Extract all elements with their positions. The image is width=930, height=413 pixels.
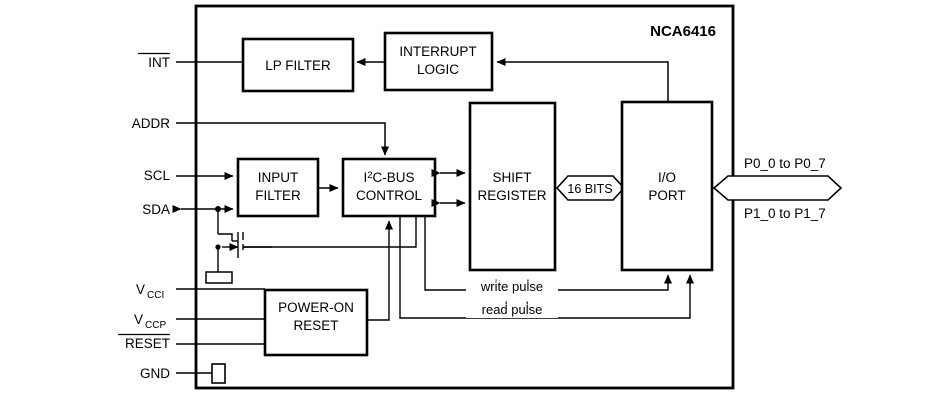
wire-ioport-to-intlogic (496, 58, 669, 102)
block-power-on-reset-label-2: RESET (293, 318, 338, 333)
label-write-pulse-front: write pulse (480, 279, 543, 294)
read-pulse-text-mask (466, 304, 558, 318)
block-i2c-control (341, 157, 437, 218)
pin-label-int: INT (148, 55, 170, 70)
bus-16-bits-label: 16 BITS (567, 182, 612, 196)
bus-16-bits: 16 BITS (555, 175, 626, 201)
block-power-on-reset (263, 288, 369, 357)
block-lp-filter (241, 37, 355, 93)
wire-i2c-to-fet-gate (243, 216, 417, 248)
svg-text:I2C-BUS: I2C-BUS (363, 170, 414, 185)
pin-label-addr: ADDR (132, 116, 171, 131)
write-pulse-text-mask (466, 281, 558, 295)
wire-addr-to-i2c (176, 122, 389, 156)
block-power-on-reset-label-1: POWER-ON (278, 300, 354, 315)
i2c-prefix: I (363, 170, 367, 185)
pin-label-reset: RESET (125, 336, 170, 351)
block-interrupt-logic-label-1: INTERRUPT (399, 44, 476, 59)
pin-label-vccp: V CCP (134, 312, 166, 331)
pin-label-gnd: GND (140, 366, 170, 381)
block-input-filter-label-1: INPUT (258, 170, 299, 185)
block-lp-filter-label: LP FILTER (265, 58, 331, 73)
vcci-base: V (136, 282, 145, 297)
vcci-subscript: CCI (147, 290, 164, 301)
port-label-p0: P0_0 to P0_7 (744, 156, 826, 171)
block-shift-register-label-1: SHIFT (493, 170, 532, 185)
port-label-p1: P1_0 to P1_7 (744, 206, 826, 221)
vccp-subscript: CCP (145, 320, 166, 331)
pin-label-sda: SDA (142, 202, 170, 217)
block-io-port (620, 100, 714, 272)
block-input-filter-label-2: FILTER (255, 188, 301, 203)
block-shift-register-label-2: REGISTER (477, 188, 546, 203)
pin-label-scl: SCL (144, 168, 171, 183)
block-io-port-label-2: PORT (648, 188, 685, 203)
i2c-superscript: 2 (367, 170, 372, 181)
block-io-port-label-1: I/O (658, 170, 676, 185)
block-interrupt-logic-label-2: LOGIC (417, 62, 459, 77)
label-read-pulse-front: read pulse (482, 302, 543, 317)
port-bus-arrow (712, 175, 843, 201)
i2c-suffix: C-BUS (373, 170, 415, 185)
gnd-pad (211, 363, 226, 384)
wire-por-to-i2c (367, 220, 393, 321)
block-interrupt-logic (383, 31, 494, 92)
block-input-filter (236, 157, 320, 218)
device-title: NCA6416 (650, 23, 716, 40)
block-shift-register (468, 101, 557, 272)
block-i2c-control-label-2: CONTROL (356, 188, 422, 203)
block-i2c-control-label-1: I2C-BUS (363, 170, 414, 185)
pin-label-vcci: V CCI (136, 282, 164, 301)
vccp-base: V (134, 312, 143, 327)
